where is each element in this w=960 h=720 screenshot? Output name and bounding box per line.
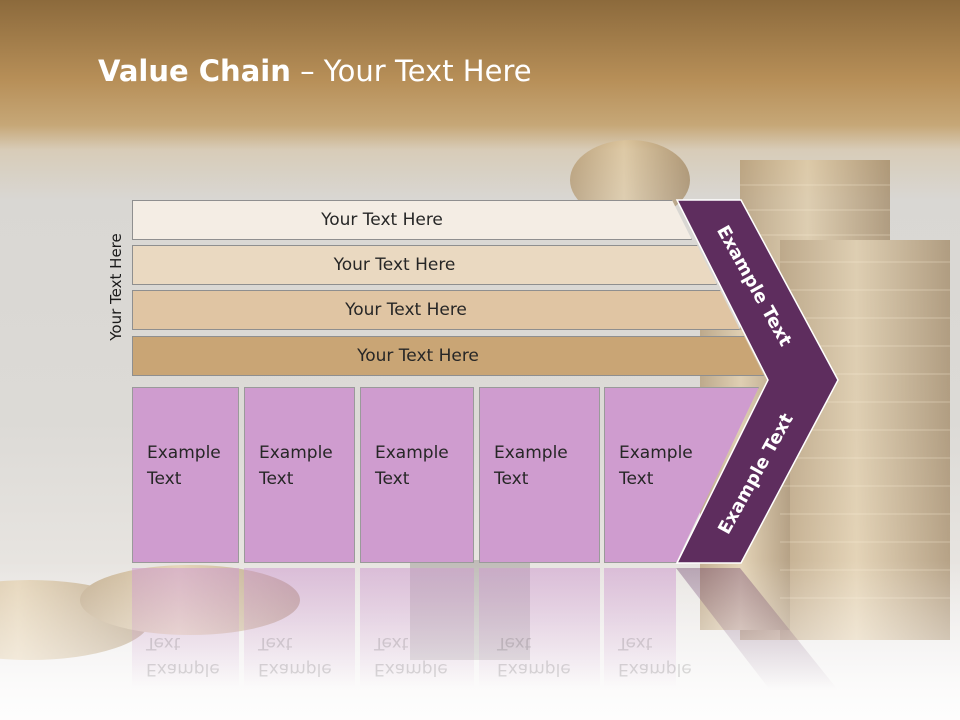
title-rest: – Your Text Here bbox=[290, 54, 532, 88]
value-bar-3-label: Your Text Here bbox=[345, 300, 467, 320]
activity-cell-2-line1: Example bbox=[259, 443, 333, 463]
value-bar-4: Your Text Here bbox=[132, 336, 764, 376]
cell-reflection-3 bbox=[360, 568, 474, 688]
cell-reflection-text-5-line1: Example bbox=[618, 659, 692, 679]
cell-reflection-text-4-line1: Example bbox=[497, 659, 571, 679]
cell-reflection-text-1: Example Text bbox=[146, 630, 220, 682]
activity-cell-2-line2: Text bbox=[259, 469, 294, 489]
activity-cell-1-line2: Text bbox=[147, 469, 182, 489]
slide-title: Value Chain – Your Text Here bbox=[98, 54, 532, 88]
value-bar-3: Your Text Here bbox=[132, 290, 740, 330]
value-bar-1-label: Your Text Here bbox=[321, 210, 443, 230]
value-bar-2: Your Text Here bbox=[132, 245, 717, 285]
cell-reflection-5 bbox=[604, 568, 676, 688]
cell-reflection-text-4-line2: Text bbox=[497, 633, 532, 653]
chevron-reflection bbox=[676, 568, 838, 690]
title-bold: Value Chain bbox=[98, 54, 291, 88]
cell-reflection-text-3-line2: Text bbox=[374, 633, 409, 653]
cell-reflection-2 bbox=[244, 568, 355, 688]
value-bar-2-label: Your Text Here bbox=[333, 255, 456, 275]
cell-reflection-text-3-line1: Example bbox=[374, 659, 448, 679]
cell-reflection-text-5-line2: Text bbox=[618, 633, 653, 653]
cell-reflection-text-2: Example Text bbox=[258, 630, 332, 682]
cell-reflection-text-4: Example Text bbox=[497, 630, 571, 682]
cell-reflection-text-1-line2: Text bbox=[146, 633, 181, 653]
activity-cell-5-line2: Text bbox=[619, 469, 654, 489]
cell-reflection-text-1-line1: Example bbox=[146, 659, 220, 679]
cell-reflection-text-3: Example Text bbox=[374, 630, 448, 682]
cell-reflection-text-2-line2: Text bbox=[258, 633, 293, 653]
activity-cell-4-line1: Example bbox=[494, 443, 568, 463]
cell-reflection-text-5: Example Text bbox=[618, 630, 692, 682]
activity-cell-5-line1: Example bbox=[619, 443, 693, 463]
activity-cell-4-line2: Text bbox=[494, 469, 529, 489]
activity-cell-1-line1: Example bbox=[147, 443, 221, 463]
cell-reflection-text-2-line1: Example bbox=[258, 659, 332, 679]
activity-cell-3-line2: Text bbox=[375, 469, 410, 489]
cell-reflection-1 bbox=[132, 568, 239, 688]
value-bar-4-label: Your Text Here bbox=[357, 346, 479, 366]
value-bar-1: Your Text Here bbox=[132, 200, 692, 240]
value-chevron bbox=[675, 199, 839, 564]
cell-reflection-4 bbox=[479, 568, 600, 688]
activity-cell-3-line1: Example bbox=[375, 443, 449, 463]
